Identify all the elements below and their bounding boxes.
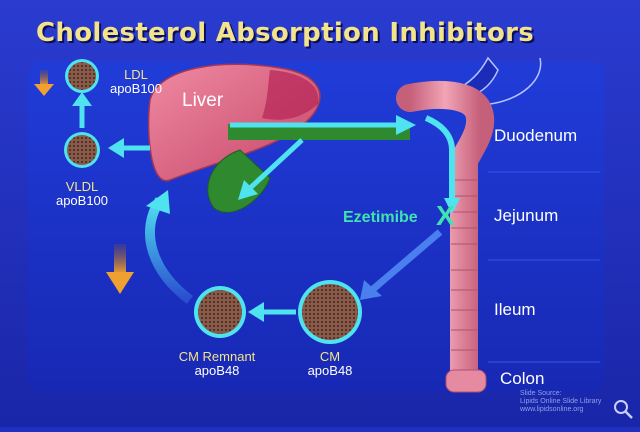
- liver-lobe: [262, 70, 319, 120]
- cm-label: CM apoB48: [298, 350, 362, 378]
- segment-colon: Colon: [500, 369, 545, 388]
- remnant-to-liver-arc: [145, 197, 194, 304]
- source-line-1: Slide Source:: [520, 390, 562, 397]
- gallbladder-shape: [207, 149, 271, 213]
- ezetimibe-label: Ezetimibe: [343, 209, 418, 226]
- vldl-particle: [64, 132, 100, 168]
- cm-remnant-apo: apoB48: [194, 363, 240, 378]
- intestine-tube: [396, 80, 495, 384]
- segment-jejunum: Jejunum: [494, 206, 559, 225]
- intestine-rings: [451, 179, 477, 351]
- block-x-mark: X: [436, 200, 455, 231]
- segment-duodenum: Duodenum: [494, 126, 578, 145]
- ldl-name: LDL: [124, 67, 148, 82]
- vldl-decrease-arrow: [106, 272, 134, 294]
- cm-remnant-particle: [194, 286, 246, 338]
- vldl-label: VLDL apoB100: [46, 180, 118, 208]
- zoom-icon[interactable]: [612, 398, 634, 420]
- vldl-apo: apoB100: [55, 193, 109, 208]
- ldl-decrease-arrow: [34, 84, 54, 96]
- cm-particle: [298, 280, 362, 344]
- cm-name: CM: [319, 349, 341, 364]
- stomach-edge: [489, 57, 542, 105]
- colon-segment: [445, 369, 487, 393]
- cm-remnant-name: CM Remnant: [178, 349, 256, 364]
- ldl-particle: [65, 59, 99, 93]
- absorption-arrow: [369, 229, 443, 293]
- source-line-3: www.lipidsonline.org: [520, 406, 584, 413]
- page-title: Cholesterol Absorption Inhibitors: [36, 18, 535, 48]
- liver-label: Liver: [182, 90, 224, 111]
- vldl-name: VLDL: [65, 179, 99, 194]
- source-line-2: Lipids Online Slide Library: [520, 398, 602, 405]
- segment-ileum: Ileum: [494, 300, 536, 319]
- cm-apo: apoB48: [307, 363, 353, 378]
- slide-source: Slide Source: Lipids Online Slide Librar…: [520, 390, 601, 414]
- bile-to-gallbladder-arrow: [246, 138, 304, 192]
- ldl-apo: apoB100: [109, 81, 163, 96]
- intestinal-flow-arrow: [424, 115, 455, 200]
- cm-remnant-label: CM Remnant apoB48: [162, 350, 272, 378]
- ldl-label: LDL apoB100: [104, 68, 168, 96]
